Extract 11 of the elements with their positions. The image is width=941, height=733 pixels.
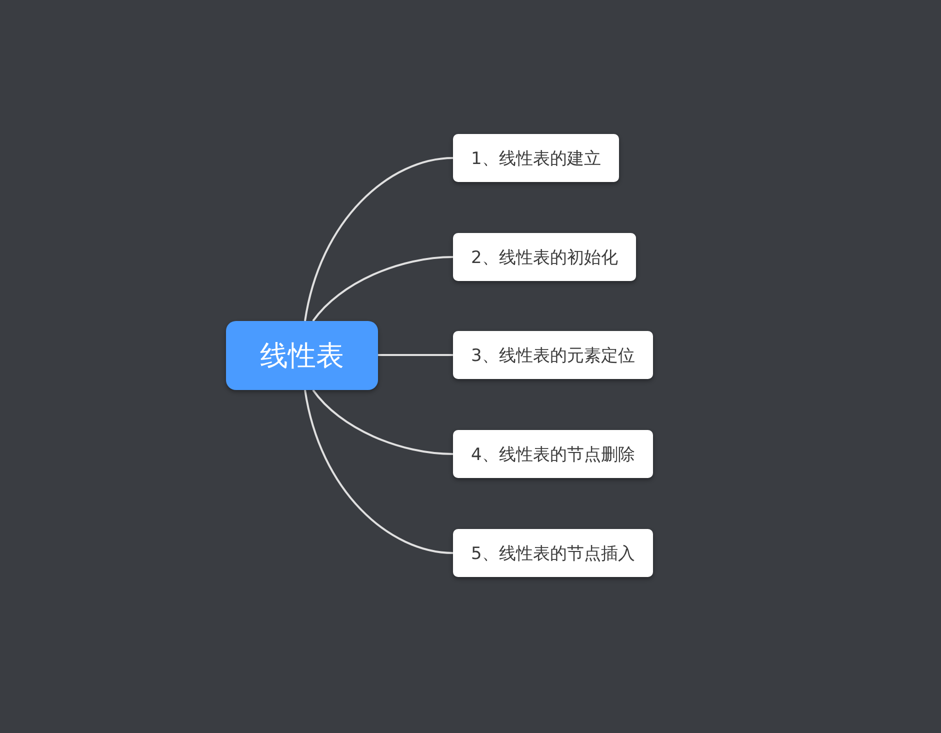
connector-line	[304, 390, 454, 554]
connector-line	[312, 256, 454, 322]
connector-line	[378, 354, 453, 356]
subtopic-box: 2、线性表的初始化	[453, 233, 636, 281]
subtopic-box: 5、线性表的节点插入	[453, 529, 653, 577]
connector-line	[304, 157, 454, 322]
connector-line	[312, 389, 454, 455]
subtopic-box: 4、线性表的节点删除	[453, 430, 653, 478]
subtopic-box: 1、线性表的建立	[453, 134, 619, 182]
subtopic-box: 3、线性表的元素定位	[453, 331, 653, 379]
central-topic: 线性表	[226, 321, 378, 390]
